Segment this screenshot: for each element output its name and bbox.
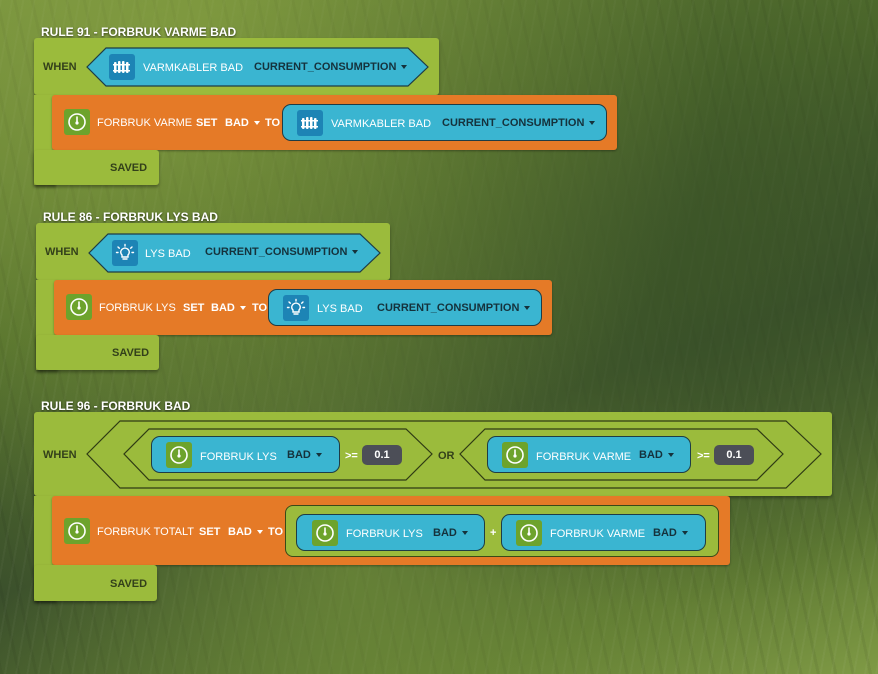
chevron-down-icon [461,531,468,536]
rule-86-status-block [36,335,159,370]
rule-96-when-label: WHEN [43,449,77,461]
chevron-down-icon [681,531,688,536]
rule-91-action-target: FORBRUK VARME [97,117,193,129]
rule-96-sum-right-device: FORBRUK VARME [550,528,646,540]
rule-91-title: RULE 91 - FORBRUK VARME BAD [41,25,237,39]
rule-96-sum-left-zone-dropdown[interactable]: BAD [433,527,468,539]
rule-86-action-target: FORBRUK LYS [99,302,176,314]
rule-86-set-value: BAD [211,302,235,314]
rule-86-source-property: CURRENT_CONSUMPTION [377,302,520,314]
gauge-icon [166,442,192,468]
gauge-icon [64,518,90,544]
rule-96-sum-left-device: FORBRUK LYS [346,528,423,540]
rule-86-title: RULE 86 - FORBRUK LYS BAD [43,210,218,224]
rule-96-to-label: TO [268,526,284,538]
chevron-down-icon [401,65,408,70]
rule-96-right-zone-dropdown[interactable]: BAD [639,449,674,461]
rule-96-set-value-dropdown[interactable]: BAD [228,526,263,538]
rule-86-to-label: TO [252,302,268,314]
rule-91-when-label: WHEN [43,61,77,73]
rule-91-source-property-dropdown[interactable]: CURRENT_CONSUMPTION [442,117,596,129]
rule-96-right-threshold[interactable]: 0.1 [714,445,754,465]
rule-86-source-device: LYS BAD [317,303,363,315]
rule-96-sum-right-zone: BAD [653,527,677,539]
rule-91-source-device: VARMKABLER BAD [331,118,432,130]
chevron-down-icon [253,121,260,126]
gauge-icon [64,109,90,135]
rule-86-source-property-dropdown[interactable]: CURRENT_CONSUMPTION [377,302,531,314]
chevron-down-icon [524,306,531,311]
rule-96-set-value: BAD [228,526,252,538]
rule-86-trigger-property-dropdown[interactable]: CURRENT_CONSUMPTION [205,246,359,258]
radiator-icon [297,110,323,136]
rule-96-left-zone: BAD [287,449,311,461]
gauge-icon [502,442,528,468]
rule-86-set-label: SET [183,302,205,314]
rule-96-left-threshold[interactable]: 0.1 [362,445,402,465]
rule-86-source-pill[interactable] [268,289,542,326]
rule-91-trigger-property-dropdown[interactable]: CURRENT_CONSUMPTION [254,61,408,73]
rule-96-left-device: FORBRUK LYS [200,451,277,463]
lightbulb-icon [112,240,138,266]
rule-91-trigger-property: CURRENT_CONSUMPTION [254,61,397,73]
rule-96-right-zone: BAD [639,449,663,461]
rule-96-left-operator[interactable]: >= [345,450,358,462]
rule-91-set-label: SET [196,117,218,129]
lightbulb-icon [283,295,309,321]
radiator-icon [109,54,135,80]
chevron-down-icon [315,453,322,458]
chevron-down-icon [667,453,674,458]
rule-96-sum-operator[interactable]: + [490,527,497,539]
rule-91-to-label: TO [265,117,281,129]
rule-96-action-target: FORBRUK TOTALT [97,526,194,538]
rule-86-trigger-device: LYS BAD [145,248,191,260]
gauge-icon [66,294,92,320]
rule-86-trigger-property: CURRENT_CONSUMPTION [205,246,348,258]
rule-91-trigger-hex [86,47,429,87]
chevron-down-icon [352,250,359,255]
gauge-icon [516,520,542,546]
rule-91-source-pill[interactable] [282,104,607,141]
gauge-icon [312,520,338,546]
rule-86-trigger-hex [88,233,381,273]
rule-96-sum-left-zone: BAD [433,527,457,539]
rule-86-set-value-dropdown[interactable]: BAD [211,302,246,314]
rule-91-status-block [34,150,159,185]
rule-91-status: SAVED [110,162,148,174]
rule-96-right-device: FORBRUK VARME [536,451,632,463]
rule-96-right-operator[interactable]: >= [697,450,710,462]
rule-96-sum-right-zone-dropdown[interactable]: BAD [653,527,688,539]
chevron-down-icon [239,306,246,311]
rule-96-title: RULE 96 - FORBRUK BAD [41,399,191,413]
rule-91-set-value: BAD [225,117,249,129]
rule-91-source-property: CURRENT_CONSUMPTION [442,117,585,129]
rule-96-or-joiner[interactable]: OR [438,450,455,462]
rule-86-status: SAVED [112,347,150,359]
rule-96-status: SAVED [110,578,148,590]
rule-86-when-label: WHEN [45,246,79,258]
chevron-down-icon [256,530,263,535]
rule-91-trigger-device: VARMKABLER BAD [143,62,244,74]
chevron-down-icon [589,121,596,126]
rule-91-set-value-dropdown[interactable]: BAD [225,117,260,129]
rule-96-left-zone-dropdown[interactable]: BAD [287,449,322,461]
rule-96-set-label: SET [199,526,221,538]
rule-96-status-block [34,565,157,601]
